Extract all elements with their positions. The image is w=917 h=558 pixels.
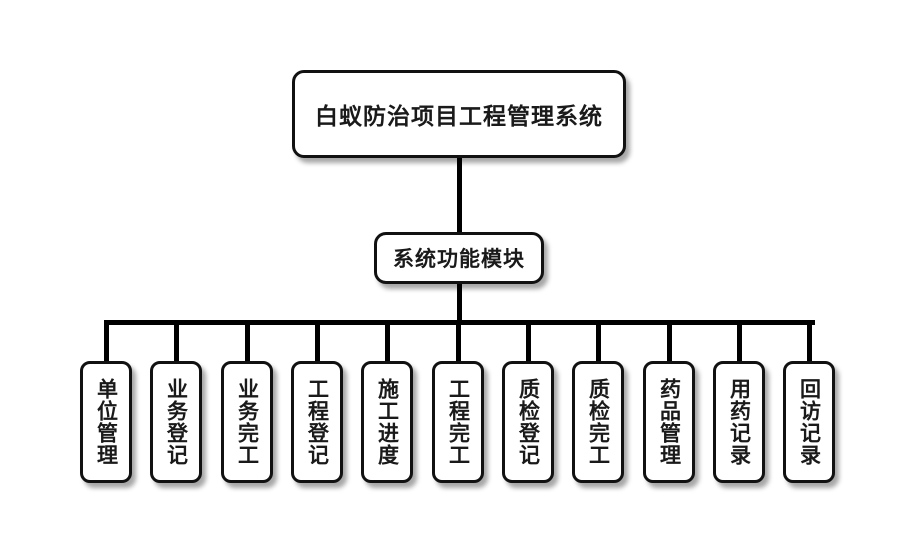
- leaf-node: 质检登记: [502, 361, 554, 483]
- leaf-node: 工程登记: [291, 361, 343, 483]
- leaf-node-label: 回访记录: [797, 378, 822, 466]
- leaf-node: 用药记录: [713, 361, 765, 483]
- connector-bus-to-leaf: [315, 322, 320, 364]
- leaf-node-label: 工程登记: [305, 378, 330, 466]
- module-node-label: 系统功能模块: [393, 247, 525, 271]
- connector-module-to-bus: [457, 284, 462, 325]
- leaf-node-label: 药品管理: [657, 378, 682, 466]
- connector-bus-to-leaf: [385, 322, 390, 364]
- connector-bus-to-leaf: [526, 322, 531, 364]
- connector-bus-to-leaf: [245, 322, 250, 364]
- leaf-node: 业务完工: [221, 361, 273, 483]
- connector-bus-to-leaf: [174, 322, 179, 364]
- leaf-node: 质检完工: [572, 361, 624, 483]
- leaf-node: 回访记录: [783, 361, 835, 483]
- connector-bus-to-leaf: [667, 322, 672, 364]
- connector-bus-to-leaf: [737, 322, 742, 364]
- leaf-node: 施工进度: [361, 361, 413, 483]
- leaf-node-label: 工程完工: [446, 378, 471, 466]
- leaf-node-label: 质检完工: [586, 378, 611, 466]
- connector-bus-to-leaf: [807, 322, 812, 364]
- connector-root-to-module: [457, 158, 462, 234]
- leaf-node-label: 业务登记: [164, 378, 189, 466]
- leaf-node-label: 业务完工: [235, 378, 260, 466]
- leaf-node-label: 施工进度: [375, 378, 400, 466]
- leaf-node: 业务登记: [150, 361, 202, 483]
- leaf-node-label: 用药记录: [727, 378, 752, 466]
- leaf-node: 单位管理: [80, 361, 132, 483]
- leaf-node-label: 质检登记: [516, 378, 541, 466]
- module-node: 系统功能模块: [374, 232, 544, 284]
- leaf-node-label: 单位管理: [94, 378, 119, 466]
- leaf-node: 工程完工: [432, 361, 484, 483]
- root-node: 白蚁防治项目工程管理系统: [292, 70, 626, 158]
- connector-bus-to-leaf: [104, 322, 109, 364]
- connector-bus-to-leaf: [456, 322, 461, 364]
- leaf-node: 药品管理: [643, 361, 695, 483]
- root-node-label: 白蚁防治项目工程管理系统: [315, 104, 603, 130]
- connector-bus-to-leaf: [596, 322, 601, 364]
